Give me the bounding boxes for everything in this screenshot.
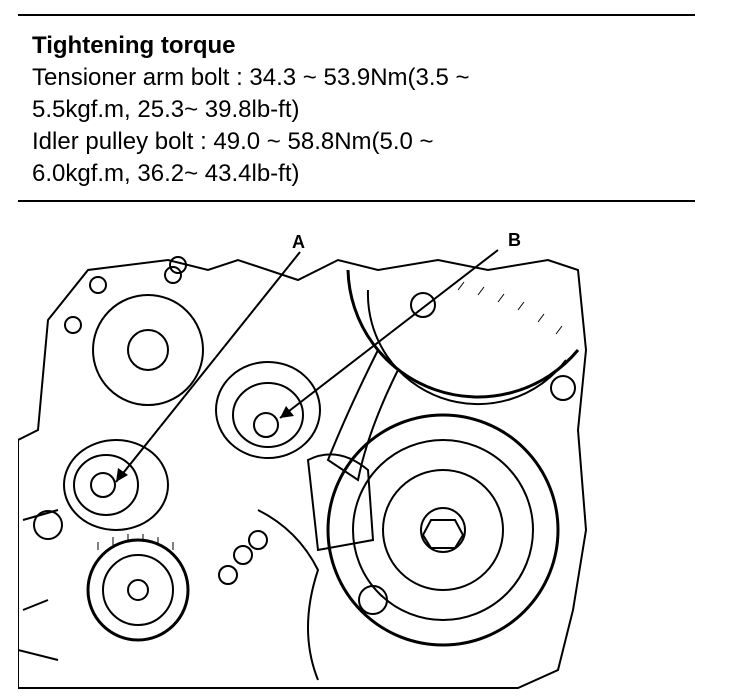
spec-line-3: Idler pulley bolt : 49.0 ~ 58.8Nm(5.0 ~: [32, 128, 434, 155]
spec-line-4: 6.0kgf.m, 36.2~ 43.4lb-ft): [32, 160, 300, 187]
top-rule: [18, 14, 695, 16]
engine-outline: [17, 258, 588, 689]
idler-pulley-b: [215, 361, 321, 459]
bottom-rule: [18, 200, 695, 202]
alternator: [326, 413, 560, 647]
arrowhead-b: [280, 406, 294, 418]
spec-line-1: Tensioner arm bolt : 34.3 ~ 53.9Nm(3.5 ~: [32, 64, 470, 91]
upper-bolt: [410, 292, 436, 318]
water-pump: [92, 294, 204, 406]
spec-title: Tightening torque: [32, 32, 236, 59]
engine-drawing: [17, 249, 588, 689]
spec-line-2: 5.5kgf.m, 25.3~ 39.8lb-ft): [32, 96, 300, 123]
callout-line-b: [279, 249, 499, 419]
callout-label-a: A: [292, 232, 305, 252]
callout-label-b: B: [508, 230, 521, 250]
callout-line-a: [115, 251, 301, 483]
arrowhead-a: [116, 468, 128, 482]
torque-spec-box: Tightening torque Tensioner arm bolt : 3…: [18, 14, 695, 202]
cam-sprocket: [346, 269, 580, 399]
torque-spec-text: Tightening torque Tensioner arm bolt : 3…: [18, 16, 695, 200]
engine-timing-illustration: A B: [17, 230, 588, 690]
crank-sprocket: [86, 538, 190, 642]
tensioner-pulley-a: [63, 439, 169, 531]
tensioner-arm: [326, 348, 400, 482]
